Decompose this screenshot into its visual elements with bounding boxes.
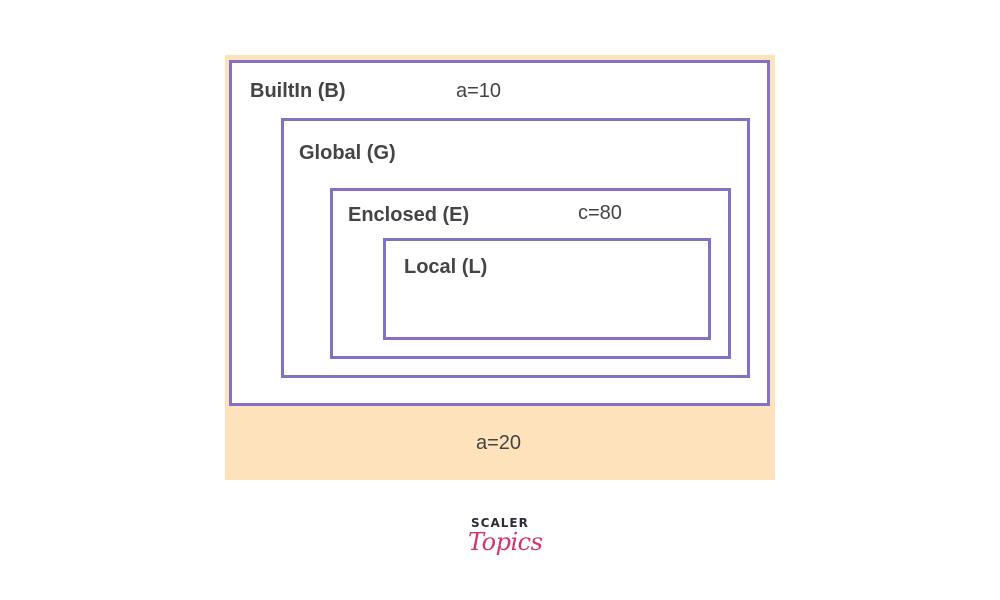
logo-bottom-text: Topics [468,528,543,556]
enclosed-scope-value: c=80 [578,202,622,224]
logo-top-text: SCALER [471,516,529,530]
builtin-scope-label: BuiltIn (B) [250,80,346,102]
builtin-scope-value: a=10 [456,80,502,102]
local-scope-label: Local (L) [404,256,488,278]
scaler-topics-logo: SCALER Topics [462,514,543,574]
enclosed-scope-label: Enclosed (E) [348,204,470,226]
global-scope-label: Global (G) [299,142,396,164]
outer-value: a=20 [476,432,522,454]
local-scope-box [383,238,711,340]
